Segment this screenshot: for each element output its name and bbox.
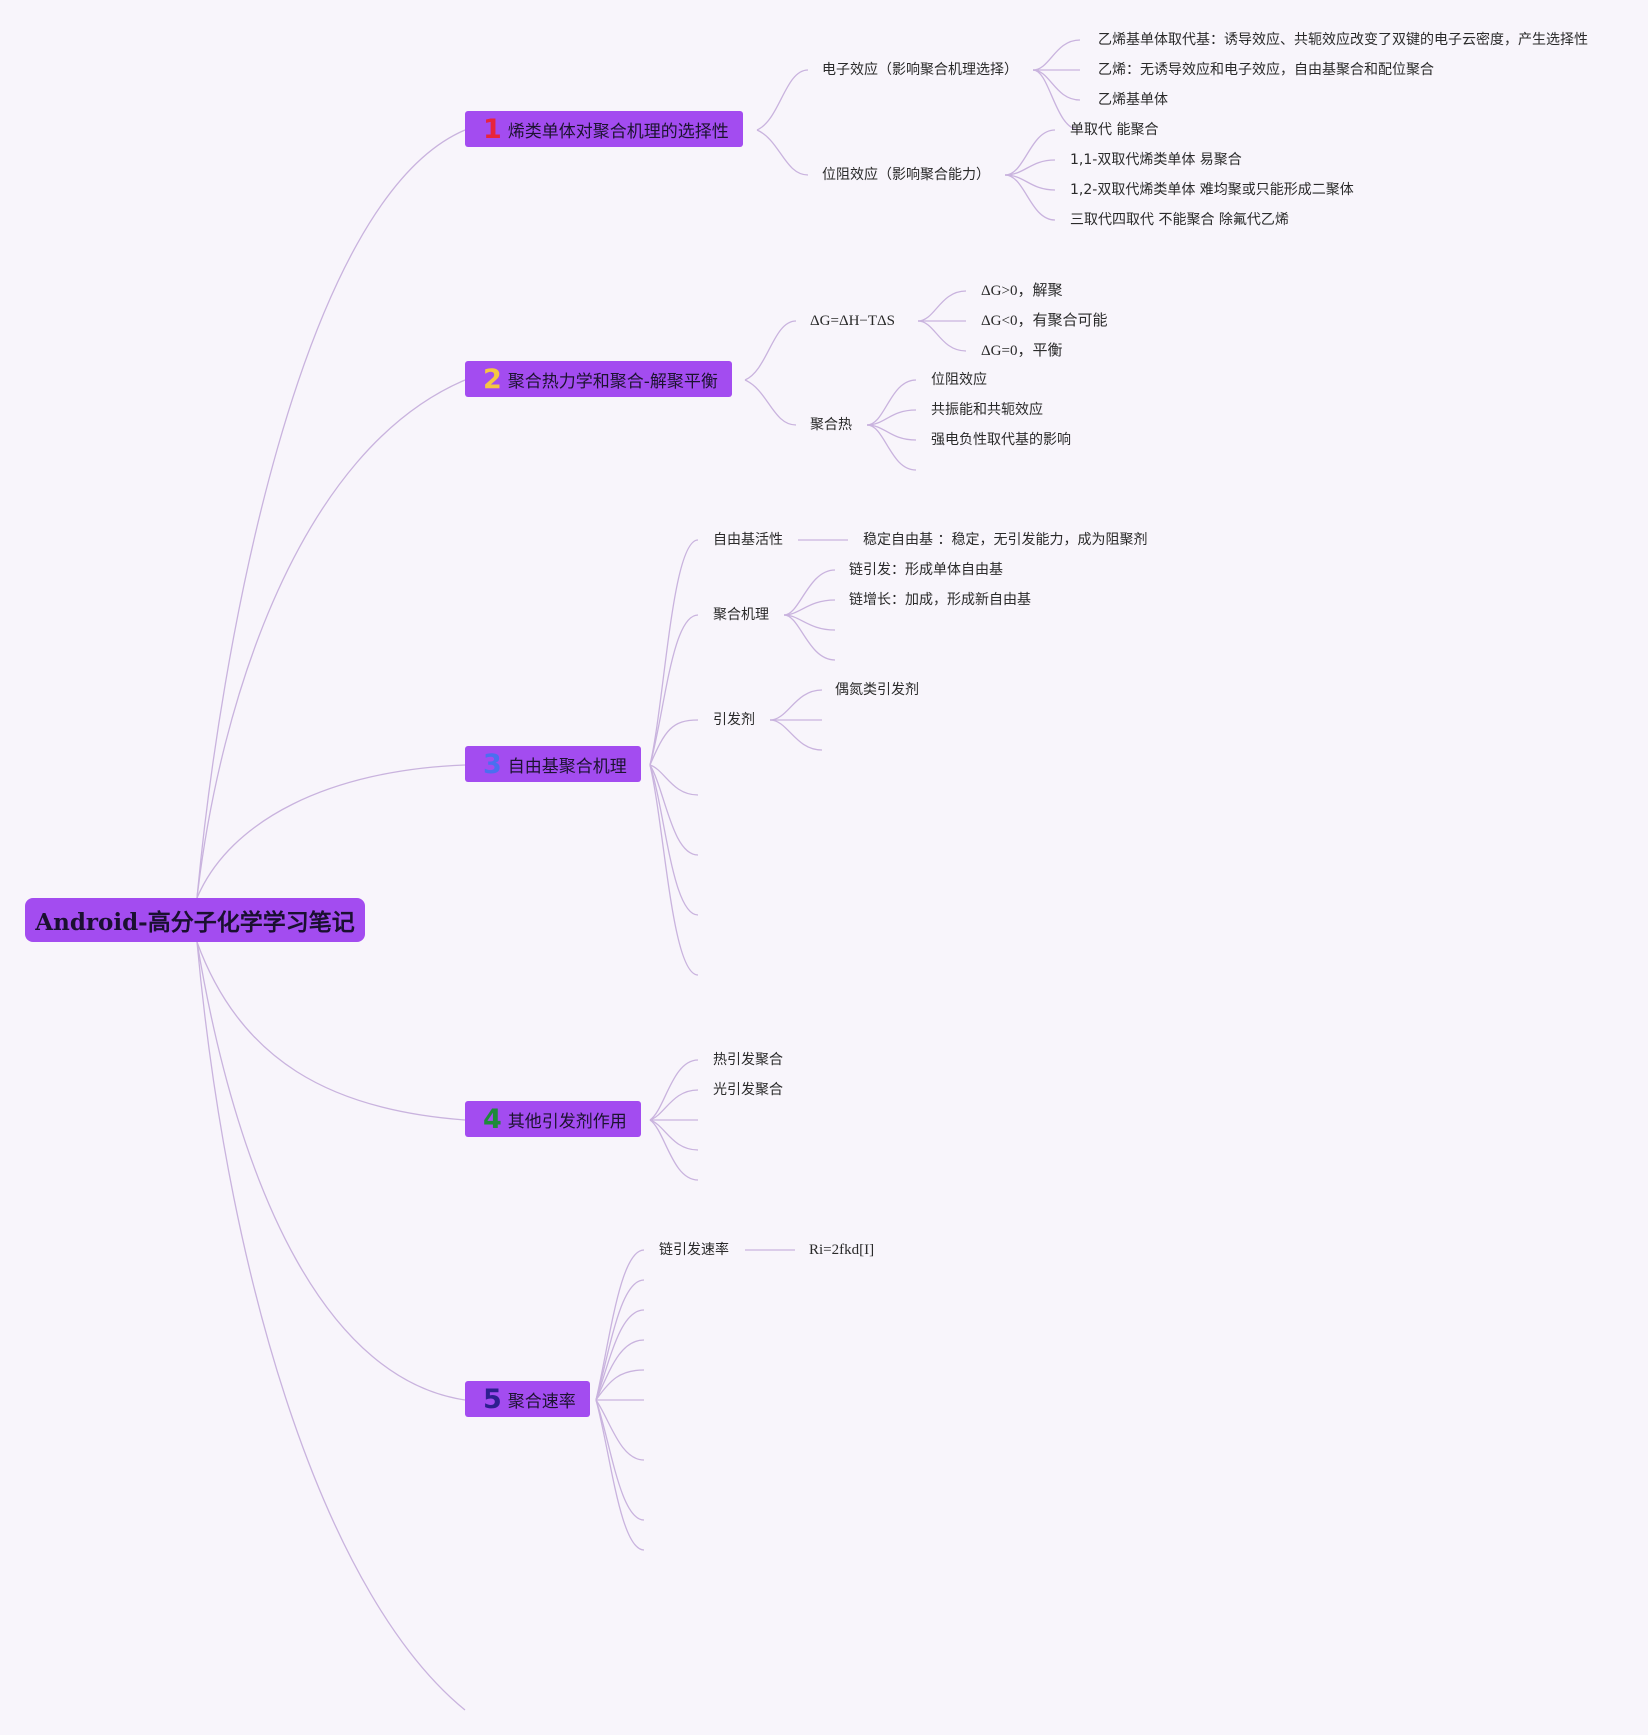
leaf-monosubstituted[interactable]: 单取代 能聚合 <box>1070 122 1159 138</box>
topic-1-number: 1 <box>483 113 502 145</box>
topic-5-node[interactable]: 5 聚合速率 <box>465 1381 590 1417</box>
subtopic-radical-activity[interactable]: 自由基活性 <box>713 532 783 548</box>
subtopic-initiation-rate[interactable]: 链引发速率 <box>659 1242 729 1258</box>
topic-1-node[interactable]: 1 烯类单体对聚合机理的选择性 <box>465 111 743 147</box>
leaf-resonance-conjugation[interactable]: 共振能和共轭效应 <box>931 402 1043 418</box>
leaf-11-disubstituted[interactable]: 1,1-双取代烯类单体 易聚合 <box>1070 152 1242 168</box>
root-title: Android-高分子化学学习笔记 <box>35 909 355 936</box>
leaf-chain-propagation[interactable]: 链增长：加成，形成新自由基 <box>849 592 1031 608</box>
leaf-vinyl-substituent[interactable]: 乙烯基单体取代基：诱导效应、共轭效应改变了双键的电子云密度，产生选择性 <box>1098 32 1588 48</box>
leaf-ethylene[interactable]: 乙烯：无诱导效应和电子效应，自由基聚合和配位聚合 <box>1098 62 1434 78</box>
topic-2-number: 2 <box>483 363 502 395</box>
topic-4-number: 4 <box>483 1103 502 1135</box>
leaf-tri-tetra-substituted[interactable]: 三取代四取代 不能聚合 除氟代乙烯 <box>1070 212 1289 228</box>
leaf-12-disubstituted[interactable]: 1,2-双取代烯类单体 难均聚或只能形成二聚体 <box>1070 182 1354 198</box>
leaf-ri-formula[interactable]: Ri=2fkd[I] <box>809 1242 875 1258</box>
subtopic-thermal-initiation[interactable]: 热引发聚合 <box>713 1052 783 1068</box>
leaf-chain-initiation[interactable]: 链引发：形成单体自由基 <box>849 562 1003 578</box>
topic-4-node[interactable]: 4 其他引发剂作用 <box>465 1101 641 1137</box>
subtopic-gibbs-equation[interactable]: ΔG=ΔH−TΔS <box>810 313 896 329</box>
subtopic-electronic-effect[interactable]: 电子效应（影响聚合机理选择） <box>822 62 1018 78</box>
leaf-dg-negative[interactable]: ΔG<0，有聚合可能 <box>981 313 1108 329</box>
topic-2-label: 聚合热力学和聚合-解聚平衡 <box>507 371 718 392</box>
topic-3-node[interactable]: 3 自由基聚合机理 <box>465 746 641 782</box>
subtopic-polymerization-heat[interactable]: 聚合热 <box>810 417 852 433</box>
topic-5-number: 5 <box>483 1383 502 1415</box>
leaf-stable-radical[interactable]: 稳定自由基 ：稳定，无引发能力，成为阻聚剂 <box>863 532 1148 548</box>
topic-2-node[interactable]: 2 聚合热力学和聚合-解聚平衡 <box>465 361 732 397</box>
leaf-electronegative-substituent[interactable]: 强电负性取代基的影响 <box>931 432 1071 448</box>
topic-4-label: 其他引发剂作用 <box>507 1111 627 1132</box>
subtopic-initiator[interactable]: 引发剂 <box>713 712 755 728</box>
topic-3-label: 自由基聚合机理 <box>507 756 627 777</box>
leaf-vinyl-monomer[interactable]: 乙烯基单体 <box>1098 92 1168 108</box>
topic-5-label: 聚合速率 <box>507 1391 576 1412</box>
root-node[interactable]: Android-高分子化学学习笔记 <box>25 898 365 942</box>
topic-1-label: 烯类单体对聚合机理的选择性 <box>507 121 729 142</box>
leaf-steric-effect[interactable]: 位阻效应 <box>931 372 987 388</box>
subtopic-steric-effect[interactable]: 位阻效应（影响聚合能力） <box>822 167 990 183</box>
topic-3-number: 3 <box>483 748 502 780</box>
leaf-dg-positive[interactable]: ΔG>0，解聚 <box>981 283 1063 299</box>
leaf-azo-initiator[interactable]: 偶氮类引发剂 <box>835 682 919 698</box>
subtopic-photo-initiation[interactable]: 光引发聚合 <box>713 1082 783 1098</box>
leaf-dg-zero[interactable]: ΔG=0，平衡 <box>981 343 1063 359</box>
subtopic-polymerization-mechanism[interactable]: 聚合机理 <box>713 607 769 623</box>
